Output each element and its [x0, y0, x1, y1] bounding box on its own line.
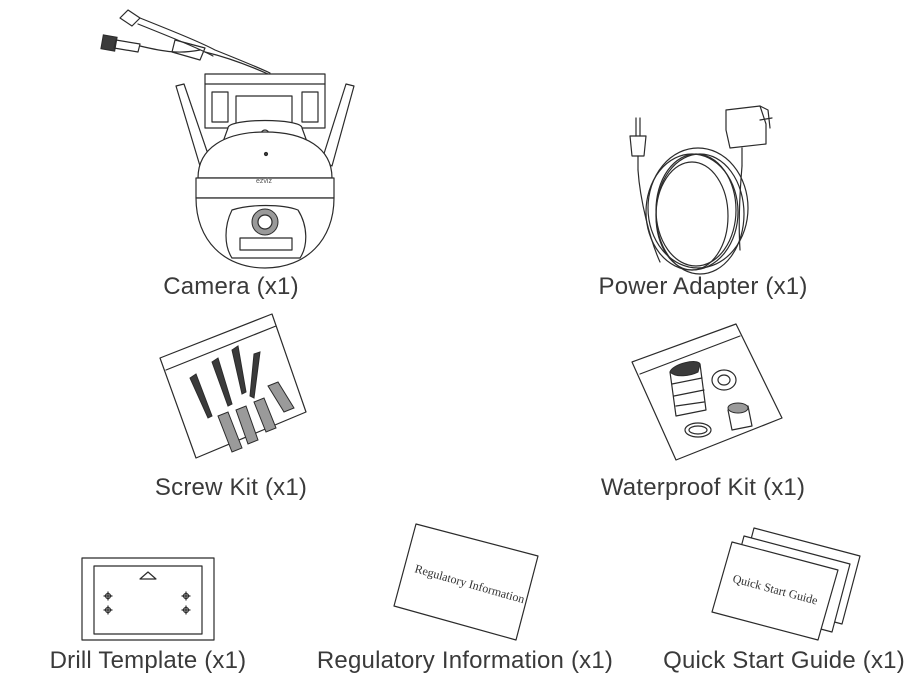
- camera-brand-text: ezviz: [256, 178, 272, 185]
- waterproof-kit-caption: Waterproof Kit (x1): [600, 474, 806, 501]
- camera-caption: Camera (x1): [163, 273, 299, 300]
- regulatory-info-caption: Regulatory Information (x1): [316, 647, 614, 674]
- drill-template-caption: Drill Template (x1): [49, 647, 247, 674]
- screw-kit-caption: Screw Kit (x1): [154, 474, 308, 501]
- power-adapter-caption: Power Adapter (x1): [598, 273, 808, 300]
- quick-start-guide-caption: Quick Start Guide (x1): [663, 647, 905, 674]
